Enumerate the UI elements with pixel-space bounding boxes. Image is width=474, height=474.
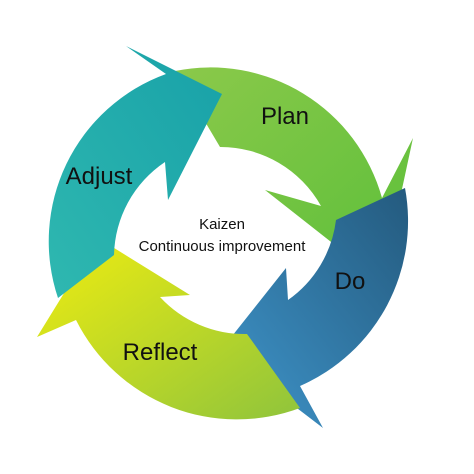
stage-label-do: Do: [335, 268, 366, 295]
reflect-arrow: [37, 238, 300, 420]
stage-label-adjust: Adjust: [66, 163, 133, 190]
adjust-arrow: [48, 46, 223, 298]
center-subtitle: Continuous improvement: [139, 238, 307, 255]
stage-label-plan: Plan: [261, 103, 309, 130]
center-title: Kaizen: [199, 216, 245, 233]
stage-label-reflect: Reflect: [123, 339, 198, 366]
